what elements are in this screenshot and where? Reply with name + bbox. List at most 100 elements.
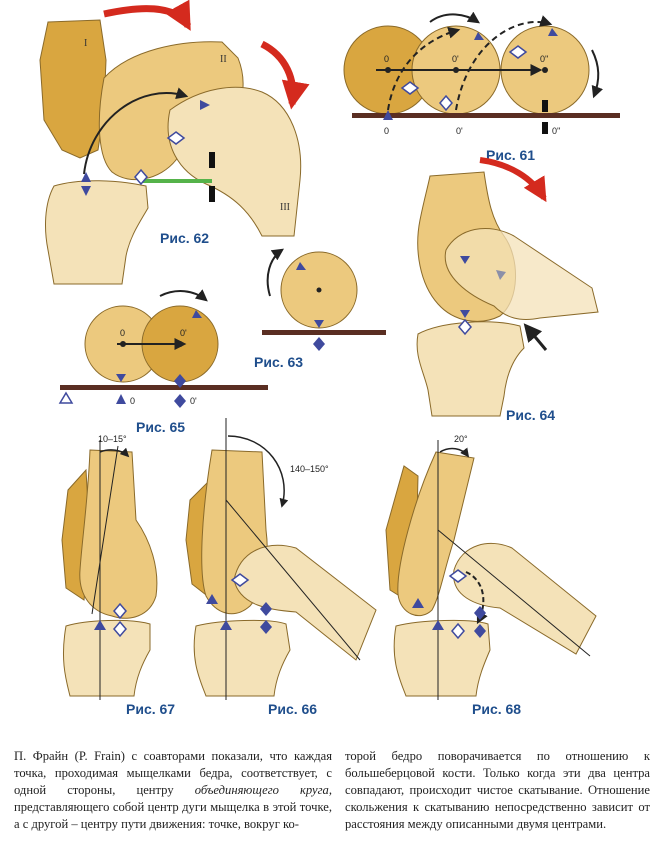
figure-64-caption: Рис. 64 xyxy=(506,407,555,423)
tibia-66 xyxy=(193,619,291,697)
figure-66-caption: Рис. 66 xyxy=(268,701,317,717)
rotation-arrow-icon xyxy=(159,289,208,302)
center-point xyxy=(177,341,183,347)
tibia-67 xyxy=(62,619,151,697)
rotation-arrow-icon xyxy=(591,49,603,99)
rotation-arrow-icon xyxy=(83,87,189,175)
contact-bar xyxy=(209,186,215,202)
rotation-arrow-icon xyxy=(266,248,284,297)
center-point xyxy=(542,67,548,73)
triangle-marker-icon xyxy=(220,620,232,630)
triangle-marker-icon xyxy=(116,374,126,382)
ground-bar xyxy=(60,385,268,390)
contact-bar xyxy=(542,122,548,134)
figure-66: 140–150° Рис. 66 xyxy=(185,418,377,717)
body-text-left-part1: П. Фрайн (P. Frain) с соавторами показал… xyxy=(14,749,332,797)
body-text-right: торой бедро поворачивается по отношению … xyxy=(345,749,650,831)
point-label: 0 xyxy=(130,396,135,406)
triangle-marker-icon xyxy=(94,620,106,630)
femur-axis xyxy=(437,529,591,657)
diamond-marker-icon xyxy=(448,569,468,583)
figure-63-caption: Рис. 63 xyxy=(254,354,303,370)
triangle-marker-icon xyxy=(192,310,202,318)
center-point xyxy=(316,287,322,293)
rotation-arrow-icon xyxy=(429,11,480,24)
triangle-marker-icon xyxy=(460,256,470,264)
point-label: 0' xyxy=(190,396,197,406)
body-text-left: П. Фрайн (P. Frain) с соавторами показал… xyxy=(14,748,332,834)
femur-67 xyxy=(79,449,158,619)
angle-arrow xyxy=(227,435,289,508)
triangle-marker-icon xyxy=(296,262,306,270)
diamond-marker-icon xyxy=(260,602,272,616)
triangle-marker-icon xyxy=(81,172,91,182)
rotation-arrow-icon xyxy=(479,157,547,203)
triangle-marker-icon xyxy=(58,391,74,404)
rotated-femur-66 xyxy=(233,544,377,661)
figure-63: Рис. 63 xyxy=(254,248,386,370)
diamond-marker-icon xyxy=(174,374,186,388)
diamond-marker-icon xyxy=(230,573,250,587)
femur-axis xyxy=(91,445,119,615)
figure-68: 20° Рис. 68 xyxy=(385,434,597,717)
point-label: 0'' xyxy=(540,54,549,64)
angle-label: 140–150° xyxy=(290,464,329,474)
bone-label-III: III xyxy=(280,202,290,213)
triangle-marker-icon xyxy=(474,32,484,40)
angle-arrow xyxy=(439,447,470,458)
center-point xyxy=(120,341,126,347)
femur-68 xyxy=(397,451,475,616)
bone-label-I: I xyxy=(84,38,87,49)
femur-axis xyxy=(225,499,361,661)
figure-62: I II III Рис. 62 xyxy=(39,0,310,285)
rotation-arrow-icon xyxy=(260,40,310,110)
diamond-marker-icon xyxy=(260,620,272,634)
bone-label-II: II xyxy=(220,54,227,65)
bone-III xyxy=(167,86,302,237)
contact-bar xyxy=(542,100,548,112)
point-label: 0 xyxy=(384,54,389,64)
diamond-marker-icon xyxy=(508,45,528,59)
diamond-marker-icon xyxy=(400,81,420,95)
figure-61: 0 0' 0'' 0 0' 0'' Рис. 61 xyxy=(343,11,620,163)
ground-bar xyxy=(352,113,620,118)
triangle-marker-icon xyxy=(383,110,393,120)
diamond-marker-icon xyxy=(113,620,127,638)
rotated-femur-64 xyxy=(444,228,599,320)
triangle-marker-icon xyxy=(432,620,444,630)
tibia-62 xyxy=(45,180,149,285)
tibia-68 xyxy=(393,619,491,697)
angle-label: 20° xyxy=(454,434,468,444)
diamond-marker-icon xyxy=(313,337,325,351)
trajectory-dashed xyxy=(387,26,461,111)
figure-65: 0 0' 0 0' Рис. 65 xyxy=(58,289,268,435)
angle-label: 10–15° xyxy=(98,434,127,444)
rotation-arrow-icon xyxy=(103,0,192,31)
diamond-marker-icon xyxy=(474,624,486,638)
triangle-marker-icon xyxy=(200,100,210,110)
figure-67: 10–15° Рис. 67 xyxy=(61,434,175,717)
diamond-marker-icon xyxy=(166,131,186,145)
triangle-marker-icon xyxy=(116,394,126,404)
figure-62-caption: Рис. 62 xyxy=(160,230,209,246)
trajectory-dashed xyxy=(455,15,553,111)
force-arrow xyxy=(523,323,548,351)
triangle-marker-icon xyxy=(81,186,91,196)
point-label: 0 xyxy=(120,328,125,338)
body-text-left-italic: объединяющего круга, xyxy=(194,783,332,797)
center-point xyxy=(385,67,391,73)
point-label: 0 xyxy=(384,126,389,136)
figure-65-caption: Рис. 65 xyxy=(136,419,185,435)
point-label: 0'' xyxy=(552,126,561,136)
triangle-marker-icon xyxy=(460,310,470,318)
triangle-marker-icon xyxy=(548,28,558,36)
triangle-marker-icon xyxy=(206,594,218,604)
center-point xyxy=(453,67,459,73)
triangle-marker-icon xyxy=(314,320,324,328)
angle-arrow xyxy=(99,447,130,458)
point-label: 0' xyxy=(452,54,459,64)
tibia-64 xyxy=(416,321,525,417)
diamond-marker-icon xyxy=(134,168,148,186)
figure-64: Рис. 64 xyxy=(416,157,599,423)
